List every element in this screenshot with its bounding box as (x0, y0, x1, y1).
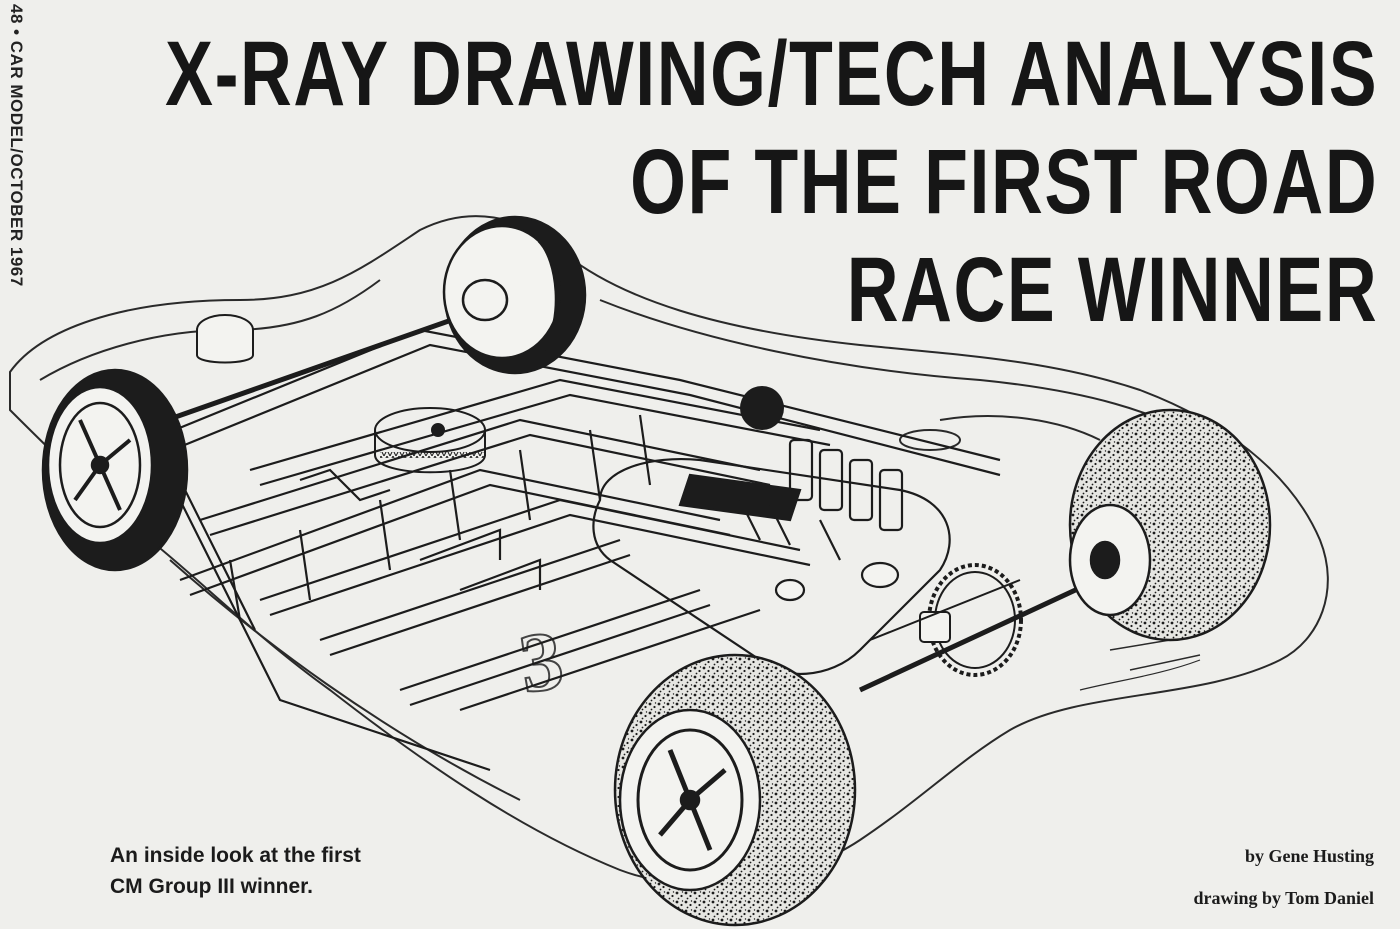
front-left-wheel (41, 368, 189, 572)
deck-text: An inside look at the first CM Group III… (110, 840, 361, 902)
headline-line-3: RACE WINNER (846, 239, 1378, 341)
deck-line-1: An inside look at the first (110, 844, 361, 867)
rear-right-wheel (1068, 408, 1272, 642)
front-right-wheel (442, 215, 587, 375)
motor (592, 438, 951, 676)
rear-left-wheel (613, 653, 857, 927)
byline: by Gene Husting drawing by Tom Daniel (1193, 843, 1374, 911)
deck-line-2: CM Group III winner. (110, 875, 314, 898)
crown-gear (869, 563, 1023, 677)
chassis-weight (374, 407, 486, 474)
chassis-frame (149, 328, 1001, 772)
drawing-credit: drawing by Tom Daniel (1193, 888, 1374, 908)
guide-flag (196, 314, 254, 364)
driver-helmet (740, 386, 784, 430)
headline-line-2: OF THE FIRST ROAD (629, 131, 1378, 233)
headline-line-1: X-RAY DRAWING/TECH ANALYSIS (164, 23, 1378, 125)
author-credit: by Gene Husting (1244, 846, 1374, 866)
page-marker: 48 • CAR MODEL/OCTOBER 1967 (7, 4, 26, 287)
headline: X-RAY DRAWING/TECH ANALYSIS OF THE FIRST… (0, 20, 1378, 344)
